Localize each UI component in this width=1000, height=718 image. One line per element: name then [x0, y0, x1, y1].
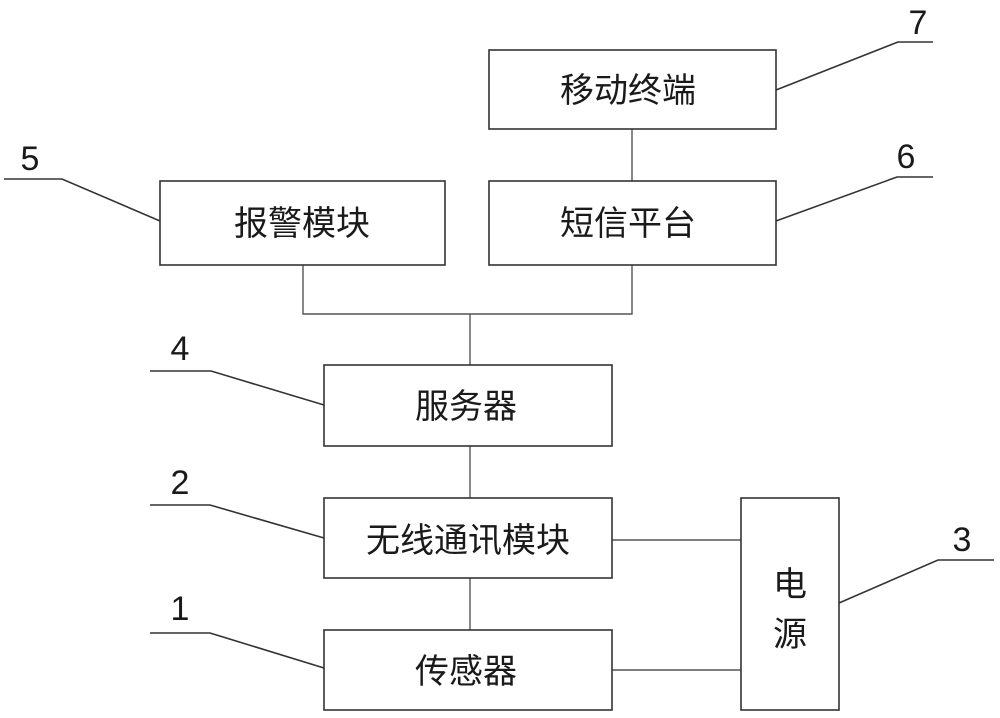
- callout-4: 4: [150, 330, 325, 406]
- callout-7: 7: [775, 4, 933, 91]
- ref-number-3: 3: [953, 521, 972, 559]
- block-sensor-label: 传感器: [415, 652, 517, 692]
- block-server-label: 服务器: [415, 387, 517, 427]
- callout-2: 2: [150, 464, 325, 539]
- block-alarm-module-label: 报警模块: [234, 204, 370, 244]
- block-power-supply-label-1: 电: [773, 565, 807, 605]
- callout-5: 5: [4, 140, 161, 222]
- wire-alarm-sms-server: [302, 265, 633, 315]
- ref-number-5: 5: [21, 140, 40, 178]
- block-wireless-module: 无线通讯模块: [323, 497, 613, 579]
- block-alarm-module: 报警模块: [159, 180, 446, 266]
- ref-number-7: 7: [909, 4, 928, 42]
- block-mobile-terminal-label: 移动终端: [560, 71, 696, 111]
- block-wireless-module-label: 无线通讯模块: [366, 521, 570, 561]
- callout-1: 1: [150, 590, 325, 669]
- block-server: 服务器: [323, 364, 613, 447]
- block-power-supply-label-2: 源: [773, 615, 807, 655]
- block-sensor: 传感器: [323, 629, 613, 711]
- callout-6: 6: [775, 138, 933, 222]
- callout-3: 3: [838, 521, 994, 604]
- ref-number-6: 6: [897, 138, 916, 176]
- connections: [302, 129, 741, 671]
- block-mobile-terminal: 移动终端: [488, 49, 777, 130]
- block-sms-platform: 短信平台: [488, 180, 777, 266]
- block-sms-platform-label: 短信平台: [560, 204, 696, 244]
- ref-number-4: 4: [171, 330, 190, 368]
- ref-number-1: 1: [171, 590, 190, 628]
- block-power-supply: 电 源: [740, 497, 840, 711]
- ref-number-2: 2: [171, 464, 190, 502]
